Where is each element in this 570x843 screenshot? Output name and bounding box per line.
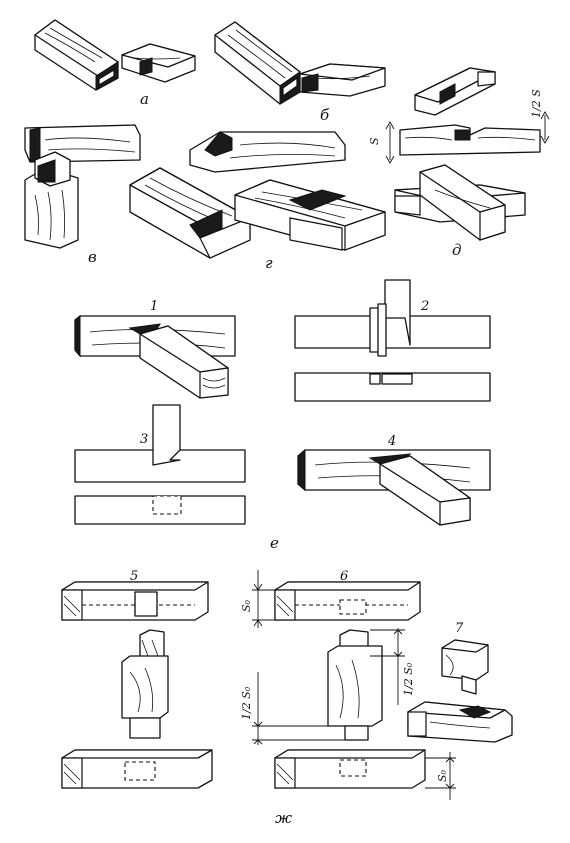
number-2: 2 [420, 299, 429, 314]
number-5: 5 [130, 569, 138, 584]
number-6: 6 [340, 569, 348, 584]
joint-4: 4 [297, 434, 491, 526]
dim-half-s: 1/2 S [530, 89, 543, 118]
joint-1: 1 [74, 299, 236, 399]
joint-6: S₀ 1/2 S₀ 1/2 S₀ S₀ 6 [240, 569, 456, 800]
joint-5: 5 [61, 569, 213, 789]
joint-g: г [129, 131, 386, 272]
dim-half-s0-right: 1/2 S₀ [402, 662, 415, 696]
joint-2: 2 [294, 279, 491, 402]
dim-s0-bottom: S₀ [436, 769, 449, 782]
joint-v: в [24, 124, 141, 266]
label-d: д [452, 241, 462, 259]
number-4: 4 [387, 434, 396, 449]
label-b: б [320, 106, 330, 124]
joint-a: а [34, 19, 196, 108]
label-e: е [270, 534, 279, 552]
label-a: а [140, 90, 149, 108]
label-zh: ж [275, 809, 292, 827]
dim-half-s0-left: 1/2 S₀ [240, 686, 253, 720]
dim-s0-top: S₀ [240, 599, 253, 612]
number-3: 3 [140, 432, 148, 447]
label-g: г [265, 254, 273, 272]
label-v: в [88, 248, 97, 266]
joint-b: б [214, 21, 386, 124]
joint-d: S 1/2 S д [368, 67, 550, 259]
joint-3: 3 [74, 404, 246, 525]
joint-7: 7 [407, 621, 513, 743]
dim-s: S [368, 137, 381, 145]
number-7: 7 [455, 621, 464, 636]
number-1: 1 [150, 299, 158, 314]
